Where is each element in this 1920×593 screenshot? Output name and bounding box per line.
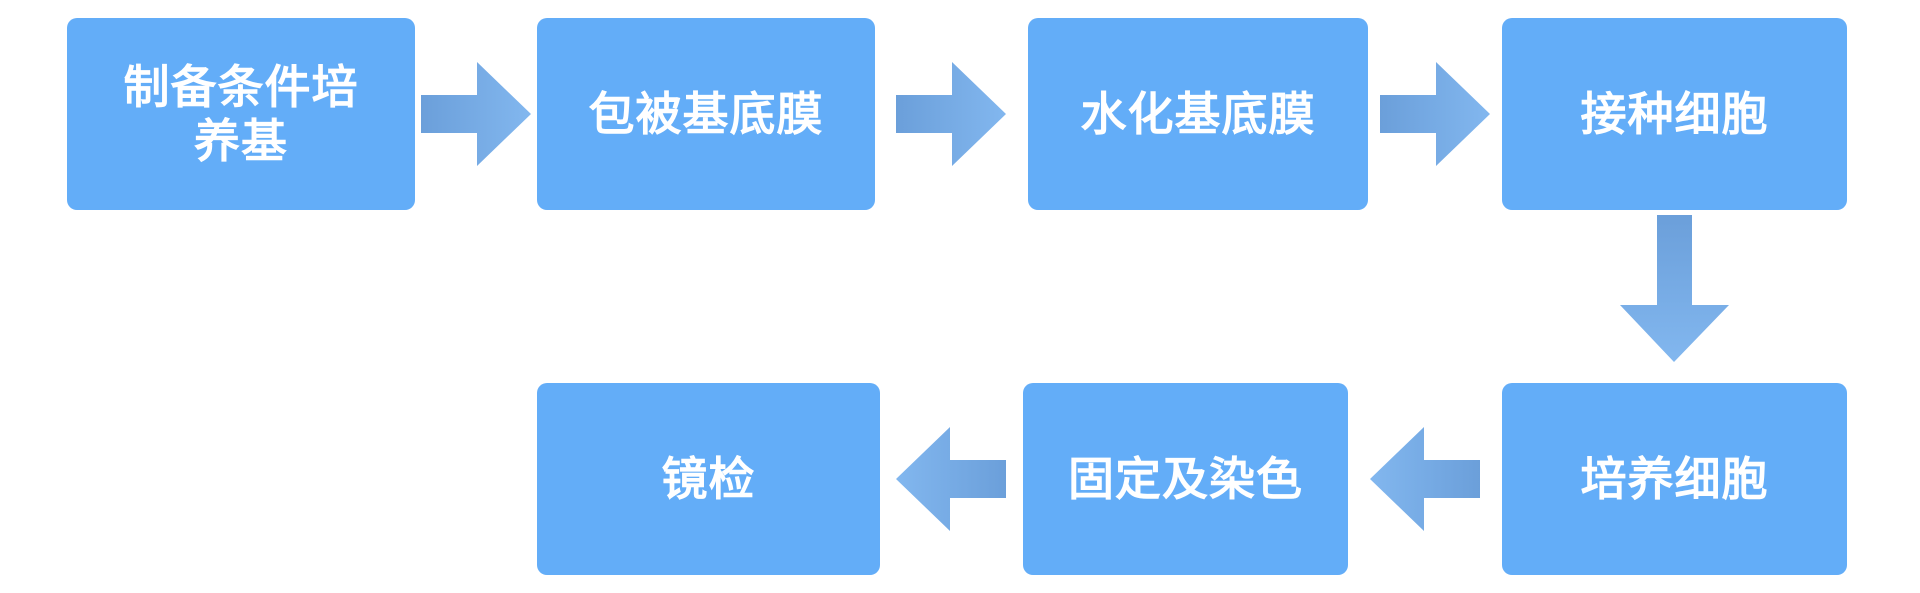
flow-node-label: 镜检 [661,452,756,505]
arrow-right-icon [1380,62,1490,166]
flow-node-label: 培养细胞 [1580,452,1769,505]
flow-node-culture-cells: 培养细胞 [1502,383,1847,575]
flow-node-prepare-conditioned-medium: 制备条件培 养基 [67,18,415,210]
flow-node-fix-and-stain: 固定及染色 [1023,383,1348,575]
flow-node-label: 包被基底膜 [588,87,824,140]
flow-node-label: 水化基底膜 [1080,87,1316,140]
arrow-left-icon [896,427,1006,531]
flow-node-microscopy: 镜检 [537,383,880,575]
flow-node-hydrate-basement-membrane: 水化基底膜 [1028,18,1368,210]
flow-node-seed-cells: 接种细胞 [1502,18,1847,210]
flow-node-coat-basement-membrane: 包被基底膜 [537,18,875,210]
arrow-left-icon [1370,427,1480,531]
flow-node-label: 接种细胞 [1580,87,1769,140]
arrow-right-icon [896,62,1006,166]
flow-node-label: 固定及染色 [1068,452,1303,505]
arrow-down-icon [1620,215,1729,362]
arrow-right-icon [421,62,531,166]
flow-node-label: 制备条件培 养基 [123,60,359,167]
